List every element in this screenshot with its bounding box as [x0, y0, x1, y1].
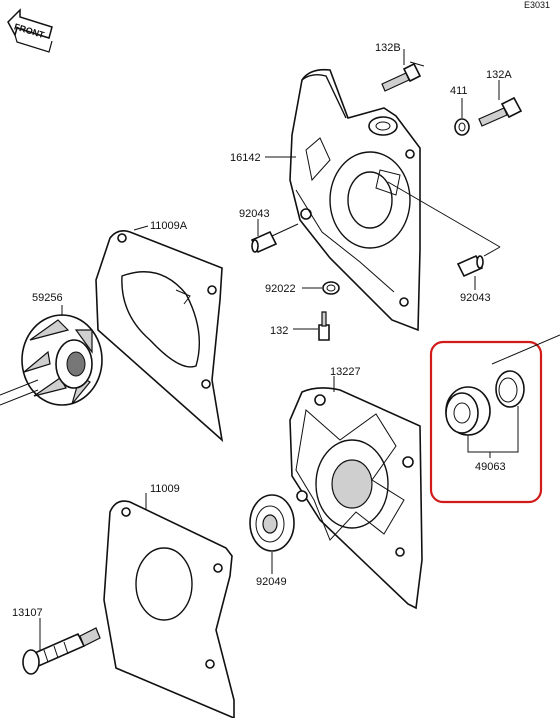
diagram-code: E3031 — [524, 0, 550, 10]
label-92043-left: 92043 — [239, 208, 270, 220]
label-11009: 11009 — [150, 483, 180, 495]
label-11009a: 11009A — [150, 220, 188, 232]
dowel-pin-92043-left — [250, 230, 278, 254]
label-92022: 92022 — [265, 283, 296, 295]
label-49063: 49063 — [475, 461, 506, 473]
oil-seal-92049 — [249, 494, 295, 552]
label-132a: 132A — [486, 69, 512, 81]
label-132b: 132B — [375, 42, 401, 54]
bolt-132a — [478, 96, 523, 127]
shaft-13107 — [22, 627, 101, 675]
label-92049: 92049 — [256, 576, 287, 588]
seal-49063-large — [445, 386, 491, 436]
highlight-box — [429, 340, 543, 504]
front-arrow-icon: FRONT — [7, 8, 53, 53]
gasket-11009 — [103, 500, 235, 718]
label-13107: 13107 — [12, 607, 43, 619]
impeller-59256 — [21, 314, 103, 406]
housing-16142 — [289, 68, 421, 332]
washer-92022 — [322, 281, 340, 295]
gasket-11009a — [95, 230, 224, 443]
label-92043-right: 92043 — [460, 292, 491, 304]
cover-13227 — [289, 387, 423, 610]
label-132: 132 — [270, 325, 288, 337]
label-59256: 59256 — [32, 292, 63, 304]
bolt-132 — [318, 311, 330, 341]
washer-411 — [454, 118, 470, 136]
label-13227: 13227 — [330, 366, 361, 378]
seal-49063-small — [495, 370, 525, 408]
label-16142: 16142 — [230, 152, 261, 164]
label-411: 411 — [450, 85, 468, 97]
dowel-pin-92043-right — [456, 254, 484, 278]
bolt-132b — [381, 61, 425, 92]
